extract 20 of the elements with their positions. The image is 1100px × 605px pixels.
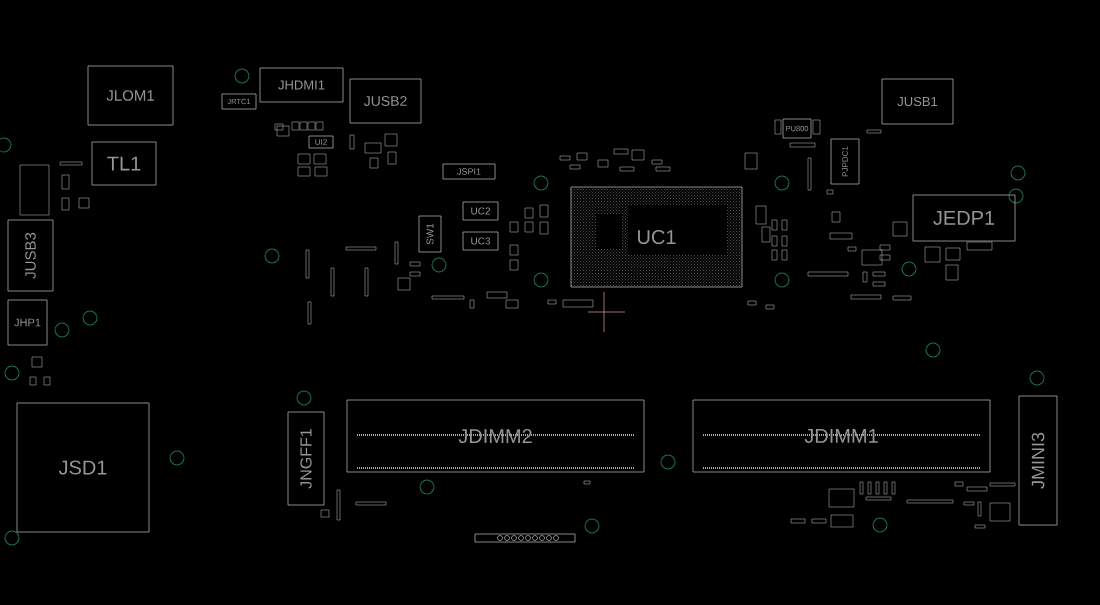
component-outline: PJPDC1: [830, 138, 860, 185]
component-outline: JHP1: [7, 299, 48, 346]
component-outline: UI2: [308, 135, 334, 149]
component-outline: TL1: [91, 141, 157, 186]
component-outline: JSD1: [16, 402, 150, 533]
component-outline: SW1: [418, 215, 442, 253]
component-outline: JEDP1: [912, 194, 1016, 242]
component-outline: JSPI1: [442, 163, 496, 180]
component-outline: JLOM1: [87, 65, 174, 126]
component-outline: UC2: [462, 201, 499, 221]
component-outline: UC1: [570, 186, 743, 288]
component-outline: JUSB1: [881, 78, 954, 125]
component-outline: JDIMM1: [692, 399, 991, 473]
component-outline: JNGFF1: [287, 411, 325, 506]
component-outline: JHDMI1: [259, 67, 344, 103]
component-outline: JDIMM2: [346, 399, 645, 473]
component-outline: JMINI3: [1018, 395, 1058, 526]
component-outline: JUSB2: [349, 78, 422, 124]
component-outline: UC3: [462, 231, 499, 251]
component-outline: JUSB3: [7, 219, 54, 292]
